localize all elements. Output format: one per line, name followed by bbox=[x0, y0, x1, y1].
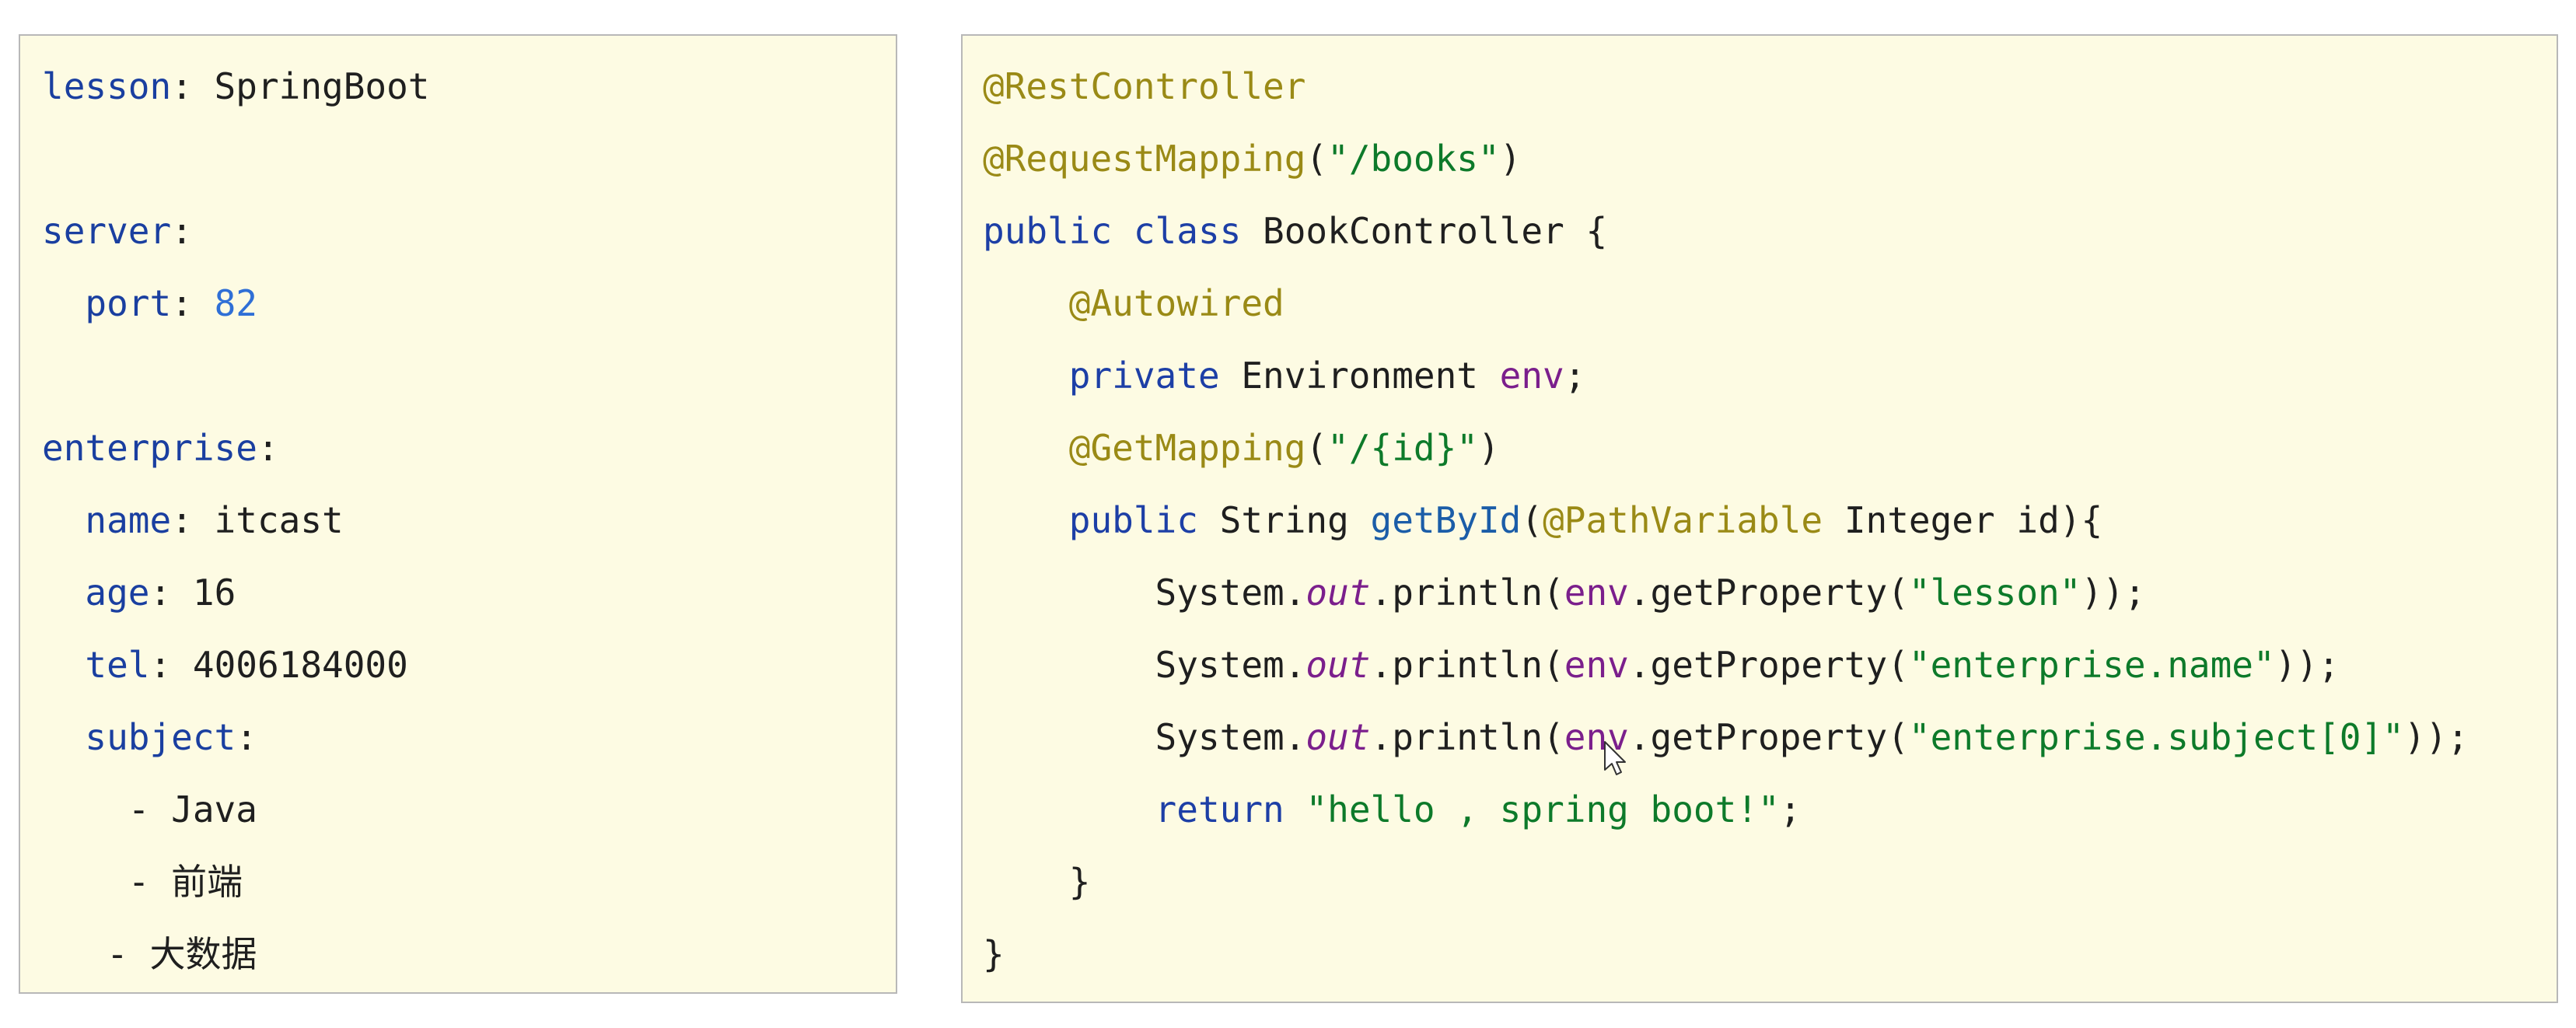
java-token: } bbox=[983, 933, 1005, 975]
java-token: out bbox=[1305, 572, 1371, 614]
yaml-token: 前端 bbox=[171, 861, 243, 903]
yaml-token: : itcast bbox=[171, 499, 344, 541]
java-line: @Autowired bbox=[983, 278, 1285, 329]
yaml-token: : 16 bbox=[149, 572, 236, 614]
yaml-token: subject bbox=[42, 716, 236, 758]
java-line: @GetMapping("/{id}") bbox=[983, 422, 1500, 474]
yaml-line: - 前端 bbox=[42, 856, 243, 907]
yaml-token: - bbox=[42, 861, 172, 903]
java-token: env bbox=[1564, 644, 1629, 686]
java-token: )); bbox=[2403, 716, 2469, 758]
yaml-token: tel bbox=[42, 644, 150, 686]
java-token: Integer id){ bbox=[1823, 499, 2103, 541]
yaml-line: name: itcast bbox=[42, 495, 344, 546]
yaml-token: : bbox=[236, 716, 257, 758]
java-line: System.out.println(env.getProperty("ente… bbox=[983, 639, 2340, 691]
java-token: ( bbox=[1305, 138, 1328, 180]
java-token: out bbox=[1305, 716, 1371, 758]
java-token: .println( bbox=[1370, 716, 1564, 758]
java-token: "enterprise.subject[0]" bbox=[1908, 716, 2404, 758]
java-token: ) bbox=[1499, 138, 1522, 180]
java-token: "enterprise.name" bbox=[1908, 644, 2275, 686]
java-token: @GetMapping bbox=[983, 427, 1306, 469]
java-token: .getProperty( bbox=[1628, 716, 1909, 758]
yaml-token: age bbox=[42, 572, 150, 614]
java-code-panel: @RestController@RequestMapping("/books")… bbox=[961, 34, 2558, 1003]
java-token: .println( bbox=[1370, 644, 1564, 686]
yaml-token: server bbox=[42, 210, 172, 252]
yaml-config-panel: lesson: SpringBoot server: port: 82 enterp… bbox=[19, 34, 897, 994]
java-line: @RestController bbox=[983, 61, 1305, 112]
java-token: env bbox=[1564, 572, 1629, 614]
java-token: ; bbox=[1564, 355, 1586, 397]
java-token: @RestController bbox=[983, 65, 1306, 107]
yaml-token: lesson bbox=[42, 65, 172, 107]
yaml-line: server: bbox=[42, 205, 193, 257]
java-token: "lesson" bbox=[1908, 572, 2081, 614]
java-token: "hello , spring boot!" bbox=[1305, 788, 1780, 830]
java-line: public class BookController { bbox=[983, 205, 1607, 257]
java-token: .getProperty( bbox=[1628, 644, 1909, 686]
java-token: ( bbox=[1305, 427, 1328, 469]
java-token: public class bbox=[983, 210, 1242, 252]
yaml-token: - Java bbox=[42, 788, 257, 830]
java-token: Environment bbox=[1219, 355, 1500, 397]
java-line: public String getById(@PathVariable Inte… bbox=[983, 495, 2102, 546]
java-token: env bbox=[1499, 355, 1564, 397]
yaml-line: tel: 4006184000 bbox=[42, 639, 408, 691]
java-token: ( bbox=[1521, 499, 1543, 541]
java-token bbox=[1285, 788, 1306, 830]
java-line: System.out.println(env.getProperty("less… bbox=[983, 567, 2146, 618]
yaml-line: - 大数据 bbox=[42, 928, 257, 980]
yaml-token: port bbox=[42, 282, 172, 324]
yaml-token: 大数据 bbox=[149, 933, 257, 975]
java-token: @Autowired bbox=[983, 282, 1285, 324]
java-token: @RequestMapping bbox=[983, 138, 1306, 180]
java-token: BookController { bbox=[1241, 210, 1608, 252]
java-token: } bbox=[983, 861, 1091, 903]
yaml-line: subject: bbox=[42, 712, 257, 763]
yaml-line: lesson: SpringBoot bbox=[42, 61, 430, 112]
yaml-token: : bbox=[171, 282, 215, 324]
yaml-token: - bbox=[42, 933, 150, 975]
java-token: String bbox=[1197, 499, 1371, 541]
yaml-line: age: 16 bbox=[42, 567, 236, 618]
yaml-token: 82 bbox=[214, 282, 257, 324]
java-token: ) bbox=[1478, 427, 1500, 469]
java-token: System. bbox=[983, 716, 1306, 758]
yaml-line: port: 82 bbox=[42, 278, 257, 329]
mouse-cursor-icon bbox=[1604, 741, 1626, 775]
yaml-line: enterprise: bbox=[42, 422, 279, 474]
yaml-token: name bbox=[42, 499, 172, 541]
java-line: return "hello , spring boot!"; bbox=[983, 784, 1802, 835]
yaml-line: - Java bbox=[42, 784, 257, 835]
java-token: private bbox=[983, 355, 1220, 397]
java-token: .println( bbox=[1370, 572, 1564, 614]
java-token: System. bbox=[983, 572, 1306, 614]
yaml-token: : 4006184000 bbox=[149, 644, 408, 686]
yaml-token: : bbox=[257, 427, 279, 469]
yaml-token: : bbox=[171, 210, 193, 252]
java-token: getById bbox=[1370, 499, 1522, 541]
java-token: ; bbox=[1779, 788, 1802, 830]
java-token: @PathVariable bbox=[1543, 499, 1823, 541]
java-token: )); bbox=[2274, 644, 2340, 686]
java-line: @RequestMapping("/books") bbox=[983, 133, 1521, 184]
java-token: public bbox=[983, 499, 1198, 541]
java-token: "/{id}" bbox=[1327, 427, 1478, 469]
java-token: out bbox=[1305, 644, 1371, 686]
java-token: env bbox=[1564, 716, 1629, 758]
yaml-token: : SpringBoot bbox=[171, 65, 430, 107]
java-line: private Environment env; bbox=[983, 350, 1586, 401]
java-line: System.out.println(env.getProperty("ente… bbox=[983, 712, 2469, 763]
java-token: System. bbox=[983, 644, 1306, 686]
java-token: "/books" bbox=[1327, 138, 1500, 180]
yaml-token: enterprise bbox=[42, 427, 257, 469]
java-line: } bbox=[983, 928, 1005, 980]
java-line: } bbox=[983, 856, 1091, 907]
java-token: .getProperty( bbox=[1628, 572, 1909, 614]
java-token: return bbox=[983, 788, 1285, 830]
java-token: )); bbox=[2081, 572, 2146, 614]
